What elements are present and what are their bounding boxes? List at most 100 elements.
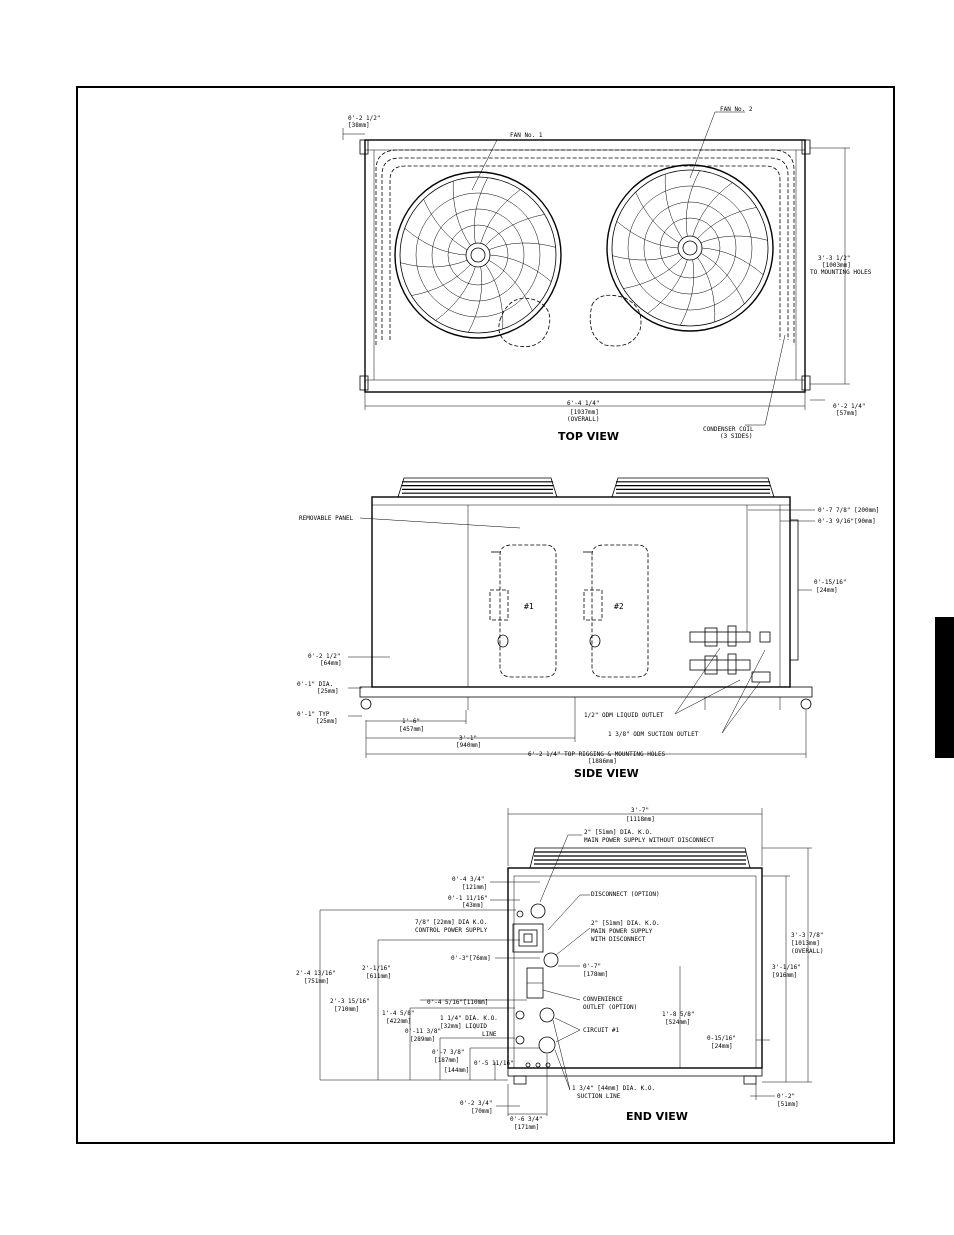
top-dim-width-2: [1937mm] [570, 409, 599, 416]
side-dim-l3-1: 0'-1" TYP [297, 711, 330, 718]
end-ko-liquid-3: LINE [482, 1031, 497, 1038]
end-dim-l-2: [144mm] [444, 1067, 469, 1074]
end-ko-main-2: MAIN POWER SUPPLY WITHOUT DISCONNECT [584, 837, 714, 844]
fan-blade-line [623, 257, 683, 289]
ko-control [516, 910, 524, 918]
side-dim-l2-2: [25mm] [317, 688, 339, 695]
service-valves [689, 505, 771, 683]
fan-blade-line [452, 181, 471, 246]
top-dim-left-1: 0'-2 1/2" [348, 115, 381, 122]
top-dim-height-1: 3'-3 1/2" [818, 255, 851, 262]
side-view-casing [371, 496, 791, 688]
end-dim-j-1: 0'-11 3/8" [405, 1028, 441, 1035]
side-dim-l1-2: [64mm] [320, 660, 342, 667]
top-dim-height-2: [1003mm] [822, 262, 851, 269]
side-fan-guard-1 [397, 477, 558, 498]
ko-suction-2 [538, 1036, 556, 1054]
end-ko-control-1: 7/8" [22mm] DIA K.O. [415, 919, 487, 926]
fan-blade-line [697, 207, 757, 239]
side-dim-r2: 0'-3 9/16"[90mm] [818, 518, 876, 525]
side-dim-r3-1: 0'-15/16" [814, 579, 847, 586]
fan-blade-line [411, 264, 471, 296]
end-ko-suction-1: 1 3/4" [44mm] DIA. K.O. [572, 1085, 655, 1092]
end-circuit: CIRCUIT #1 [583, 1027, 620, 1034]
liquid-outlet-label: 1/2" ODM LIQUID OUTLET [584, 712, 664, 719]
side-dim-r1: 0'-7 7/8" [200mm] [818, 507, 879, 514]
end-dim-i-1: 1'-4 5/8" [382, 1010, 415, 1017]
fan-2-label: FAN No. 2 [720, 106, 753, 113]
side-base-rail [359, 686, 813, 698]
section-tab [935, 617, 954, 758]
end-dim-k-2: [187mm] [434, 1057, 459, 1064]
fan-blade-line [468, 266, 483, 333]
side-dim-b3-1: 6'-2 1/4" TOP RIGGING & MOUNTING HOLES [528, 751, 666, 758]
end-dim-a-2: [121mm] [462, 884, 487, 891]
ko-liquid-2 [515, 1035, 525, 1045]
side-dim-b1-2: [457mm] [399, 726, 424, 733]
fan-blade-line [612, 252, 680, 261]
end-dim-n-2: [24mm] [711, 1043, 733, 1050]
end-dim-g-1: 2'-3 15/16" [330, 998, 370, 1005]
end-ko-liquid-1: 1 1/4" DIA. K.O. [440, 1015, 498, 1022]
end-dim-d-2: [178mm] [583, 971, 608, 978]
fan-blade-line [473, 177, 488, 244]
end-dim-f-1: 2'-1/16" [362, 965, 391, 972]
side-dim-l3-2: [25mm] [316, 718, 338, 725]
fan-blade-line [485, 264, 504, 329]
end-view-title: END VIEW [626, 1110, 688, 1123]
end-dim-j-2: [289mm] [410, 1036, 435, 1043]
side-dim-b2-2: [940mm] [456, 742, 481, 749]
drawing-frame [76, 86, 895, 1144]
end-conv-2: OUTLET (OPTION) [583, 1004, 637, 1011]
end-dim-r-2: [171mm] [514, 1124, 539, 1131]
comp-1-label: #1 [524, 602, 534, 611]
compressor-2-top [589, 294, 642, 347]
top-dim-width-3: (OVERALL) [567, 416, 600, 423]
fan-blade-line [664, 174, 683, 239]
coil-label-2: (3 SIDES) [720, 433, 753, 440]
top-dim-height-3: TO MOUNTING HOLES [810, 269, 872, 276]
end-ko-main-1: 2" [51mm] DIA. K.O. [584, 829, 653, 836]
fan-blade-line [701, 247, 764, 275]
end-ko-control-2: CONTROL POWER SUPPLY [415, 927, 488, 934]
end-disconnect: DISCONNECT (OPTION) [591, 891, 660, 898]
fan-blade-line [404, 228, 467, 256]
suction-outlet-label: 1 3/8" ODM SUCTION OUTLET [608, 731, 699, 738]
top-dim-width-1: 6'-4 1/4" [567, 400, 600, 407]
top-dim-left-2: [38mm] [348, 122, 370, 129]
end-dim-k-1: 0'-7 3/8" [432, 1049, 465, 1056]
fan-blade-line [488, 259, 533, 311]
fan-1-label: FAN No. 1 [510, 132, 543, 139]
end-dim-d-1: 0'-7" [583, 963, 601, 970]
end-dim-b-1: 0'-1 11/16" [448, 895, 488, 902]
fan-blade-line [423, 199, 468, 251]
end-ko-main-disc-2: MAIN POWER SUPPLY [591, 928, 653, 935]
top-view-casing [364, 139, 806, 393]
end-ko-main-disc-1: 2" [51mm] DIA. K.O. [591, 920, 660, 927]
end-dim-s-1: 0'-2" [777, 1093, 795, 1100]
side-dim-b3-2: [1886mm] [588, 758, 617, 765]
disconnect-box [512, 923, 544, 953]
fan-blade-line [647, 259, 688, 314]
compressor-1-top [498, 297, 551, 348]
end-view: 3'-7" [1118mm] 2" [51mm] DIA. K.O. MAIN … [296, 807, 824, 1131]
end-dim-p-1: 3'-3 7/8" [791, 932, 824, 939]
condenser-coil [381, 157, 789, 340]
removable-panel-label: REMOVABLE PANEL [299, 515, 354, 522]
end-fan-guard [529, 847, 751, 869]
top-view: FAN No. 1 FAN No. 2 0'-2 1/2" [38mm] 3'-… [342, 106, 872, 443]
fan-1 [394, 171, 562, 339]
top-view-title: TOP VIEW [558, 430, 619, 443]
ko-main-with-disconnect [543, 952, 559, 968]
comp-2-label: #2 [614, 602, 624, 611]
end-ko-main-disc-3: WITH DISCONNECT [591, 936, 646, 943]
fan-blade-line [435, 266, 476, 321]
fan-blade-line [480, 189, 521, 244]
side-view: #1 #2 REMOVABLE PANEL 0'-7 7/8" [200mm] [297, 477, 879, 780]
compressor-2: #2 [583, 544, 649, 678]
end-dim-h: 0'-4 5/16"[110mm] [427, 999, 488, 1006]
fan-blade-line [700, 252, 745, 304]
fan-blade-line [635, 192, 680, 244]
end-dim-f-2: [611mm] [366, 973, 391, 980]
